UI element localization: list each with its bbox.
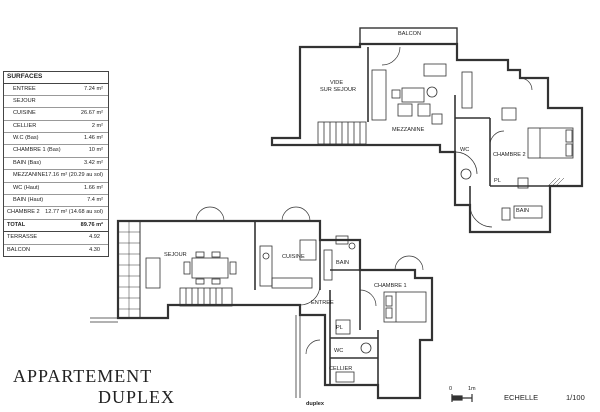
room-label-vide: VIDE bbox=[330, 80, 344, 86]
room-label-mezzanine: MEZZANINE bbox=[392, 127, 425, 133]
room-label-balcon: BALCON bbox=[398, 31, 422, 37]
room-label-cellier: CELLIER bbox=[329, 366, 353, 372]
surface-value: 7.24 m² bbox=[84, 85, 103, 92]
surface-extra-label: TERRASSE bbox=[7, 234, 38, 241]
surface-row: CELLIER 2 m² bbox=[4, 121, 108, 134]
surface-label: CUISINE bbox=[13, 110, 36, 117]
surface-row: CHAMBRE 1 (Bas) 10 m² bbox=[4, 145, 108, 158]
scale-label: ECHELLE bbox=[504, 393, 539, 402]
surface-extra-row: BALCON 4.30 bbox=[4, 245, 108, 256]
surface-value: 2 m² bbox=[91, 122, 103, 129]
room-label-entree: ENTREE bbox=[311, 300, 334, 306]
duplex-mark: duplex bbox=[306, 401, 325, 407]
surface-extra-label: BALCON bbox=[7, 246, 31, 253]
surface-label: WC (Haut) bbox=[13, 184, 40, 191]
upper-hatch bbox=[547, 177, 565, 187]
surface-label: MEZZANINE bbox=[13, 172, 46, 179]
room-label-sur-sejour: SUR SEJOUR bbox=[320, 87, 357, 93]
sejour-furniture bbox=[145, 251, 237, 289]
surface-value: 7.4 m² bbox=[87, 197, 103, 204]
surface-row: WC (Haut) 1.66 m² bbox=[4, 183, 108, 196]
scale-ratio: 1/100 bbox=[566, 393, 585, 402]
surface-label: CHAMBRE 2 bbox=[7, 209, 40, 216]
surface-value: 17.16 m² (20.29 au sol) bbox=[45, 172, 103, 179]
scale-one: 1m bbox=[468, 386, 476, 392]
chambre1-bed bbox=[383, 291, 427, 323]
surface-value: 1.66 m² bbox=[84, 184, 103, 191]
scale-bar bbox=[451, 394, 473, 402]
room-label-wc-haut: WC bbox=[460, 147, 470, 153]
surface-value: 3.42 m² bbox=[84, 159, 103, 166]
surface-extra-value: 4.92 bbox=[89, 234, 100, 241]
bain-bas-fixtures bbox=[323, 235, 356, 281]
plan-title-line1: APPARTEMENT bbox=[13, 366, 153, 386]
lower-slab bbox=[90, 315, 301, 398]
room-label-bain-bas: BAIN bbox=[336, 260, 350, 266]
surface-row: BAIN (Bas) 3.42 m² bbox=[4, 158, 108, 171]
room-label-pl-bas: PL bbox=[336, 325, 343, 331]
surface-total-value: 89.76 m² bbox=[80, 221, 103, 228]
surface-value: 26.67 m² bbox=[80, 110, 103, 117]
surface-value: 10 m² bbox=[88, 147, 103, 154]
surface-row: SEJOUR bbox=[4, 96, 108, 109]
surface-label: CHAMBRE 1 (Bas) bbox=[13, 147, 61, 154]
surface-row: BAIN (Haut) 7.4 m² bbox=[4, 195, 108, 208]
lower-partitions bbox=[254, 221, 379, 385]
surface-value: 1.46 m² bbox=[84, 135, 103, 142]
surface-extra-value: 4.30 bbox=[89, 246, 100, 253]
wc-cellier-fixtures bbox=[335, 319, 372, 383]
lower-floor bbox=[90, 206, 434, 400]
surface-row: CHAMBRE 2 12.77 m² (14.68 au sol) bbox=[4, 207, 108, 220]
surface-row: CUISINE 26.67 m² bbox=[4, 108, 108, 121]
mezzanine-furniture bbox=[371, 63, 473, 125]
surfaces-header: SURFACES bbox=[4, 72, 108, 84]
surface-label: CELLIER bbox=[13, 122, 37, 129]
surfaces-table: SURFACES ENTREE 7.24 m² SEJOUR CUISINE 26.… bbox=[3, 71, 109, 257]
surface-row: W.C (Bas) 1.46 m² bbox=[4, 133, 108, 146]
room-label-sejour: SEJOUR bbox=[164, 252, 187, 258]
surface-label: W.C (Bas) bbox=[13, 135, 39, 142]
surface-label: SEJOUR bbox=[13, 97, 36, 104]
room-label-wc-bas: WC bbox=[334, 348, 344, 354]
lower-doors bbox=[195, 206, 424, 355]
upper-partitions bbox=[367, 47, 550, 205]
room-label-pl-haut: PL bbox=[494, 178, 501, 184]
surface-label: BAIN (Bas) bbox=[13, 159, 41, 166]
cuisine-fixtures bbox=[259, 239, 317, 289]
scale-zero: 0 bbox=[449, 386, 453, 392]
surface-value: 12.77 m² (14.68 au sol) bbox=[45, 209, 103, 216]
bain-haut-fixtures bbox=[460, 168, 543, 221]
surface-row: ENTREE 7.24 m² bbox=[4, 84, 108, 96]
upper-doors bbox=[381, 46, 533, 228]
surface-label: ENTREE bbox=[13, 85, 36, 92]
upper-floor-outline bbox=[270, 42, 584, 234]
surface-label: BAIN (Haut) bbox=[13, 197, 44, 204]
room-label-chambre2: CHAMBRE 2 bbox=[493, 152, 526, 158]
chambre2-bed bbox=[501, 107, 574, 159]
terrasse-bricks bbox=[118, 221, 140, 318]
room-label-cuisine: CUISINE bbox=[282, 254, 305, 260]
lower-stairs bbox=[179, 287, 233, 307]
upper-floor bbox=[270, 27, 584, 234]
upper-balcon bbox=[359, 27, 458, 45]
lower-floor-outline bbox=[116, 219, 434, 400]
surface-total-label: TOTAL bbox=[7, 221, 26, 228]
room-label-chambre1: CHAMBRE 1 bbox=[374, 283, 407, 289]
upper-stairs bbox=[317, 121, 367, 145]
plan-title-line2: DUPLEX bbox=[98, 387, 175, 407]
surface-total-row: TOTAL 89.76 m² bbox=[4, 220, 108, 233]
surface-extra-row: TERRASSE 4.92 bbox=[4, 232, 108, 245]
room-label-bain-haut: BAIN bbox=[516, 208, 530, 214]
